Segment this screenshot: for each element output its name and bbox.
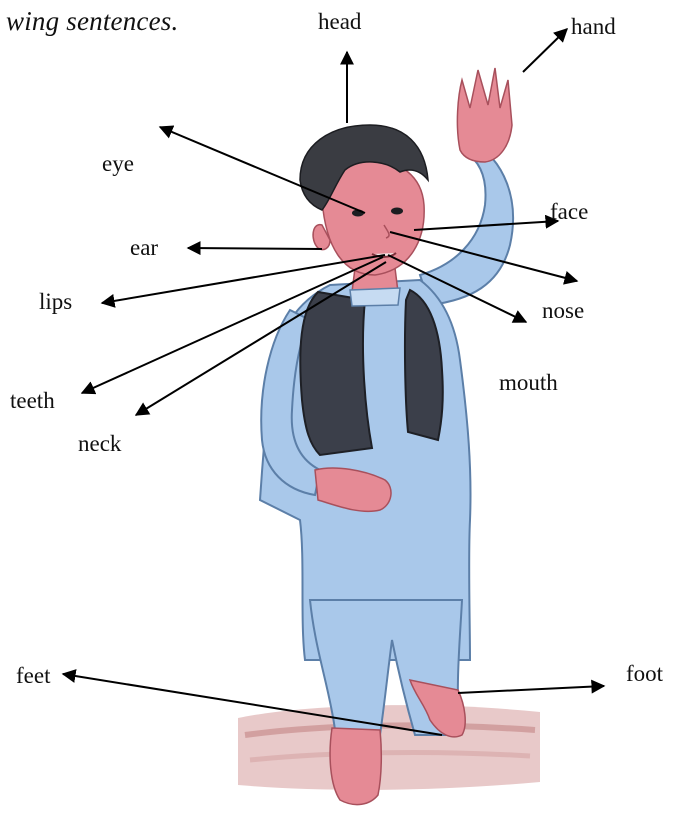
label-eye: eye [102, 152, 134, 175]
boy-illustration [260, 68, 513, 805]
label-neck: neck [78, 432, 121, 455]
label-head: head [318, 10, 361, 33]
label-ear: ear [130, 236, 158, 259]
label-teeth: teeth [10, 389, 55, 412]
label-foot: foot [626, 662, 663, 685]
arrow-ear [188, 248, 322, 249]
ground [238, 705, 540, 790]
label-feet: feet [16, 664, 50, 687]
label-lips: lips [39, 290, 72, 313]
label-face: face [550, 200, 588, 223]
label-hand: hand [571, 15, 616, 38]
arrow-hand [523, 29, 567, 72]
label-mouth: mouth [499, 371, 558, 394]
label-nose: nose [542, 299, 584, 322]
arrow-foot [458, 686, 604, 693]
